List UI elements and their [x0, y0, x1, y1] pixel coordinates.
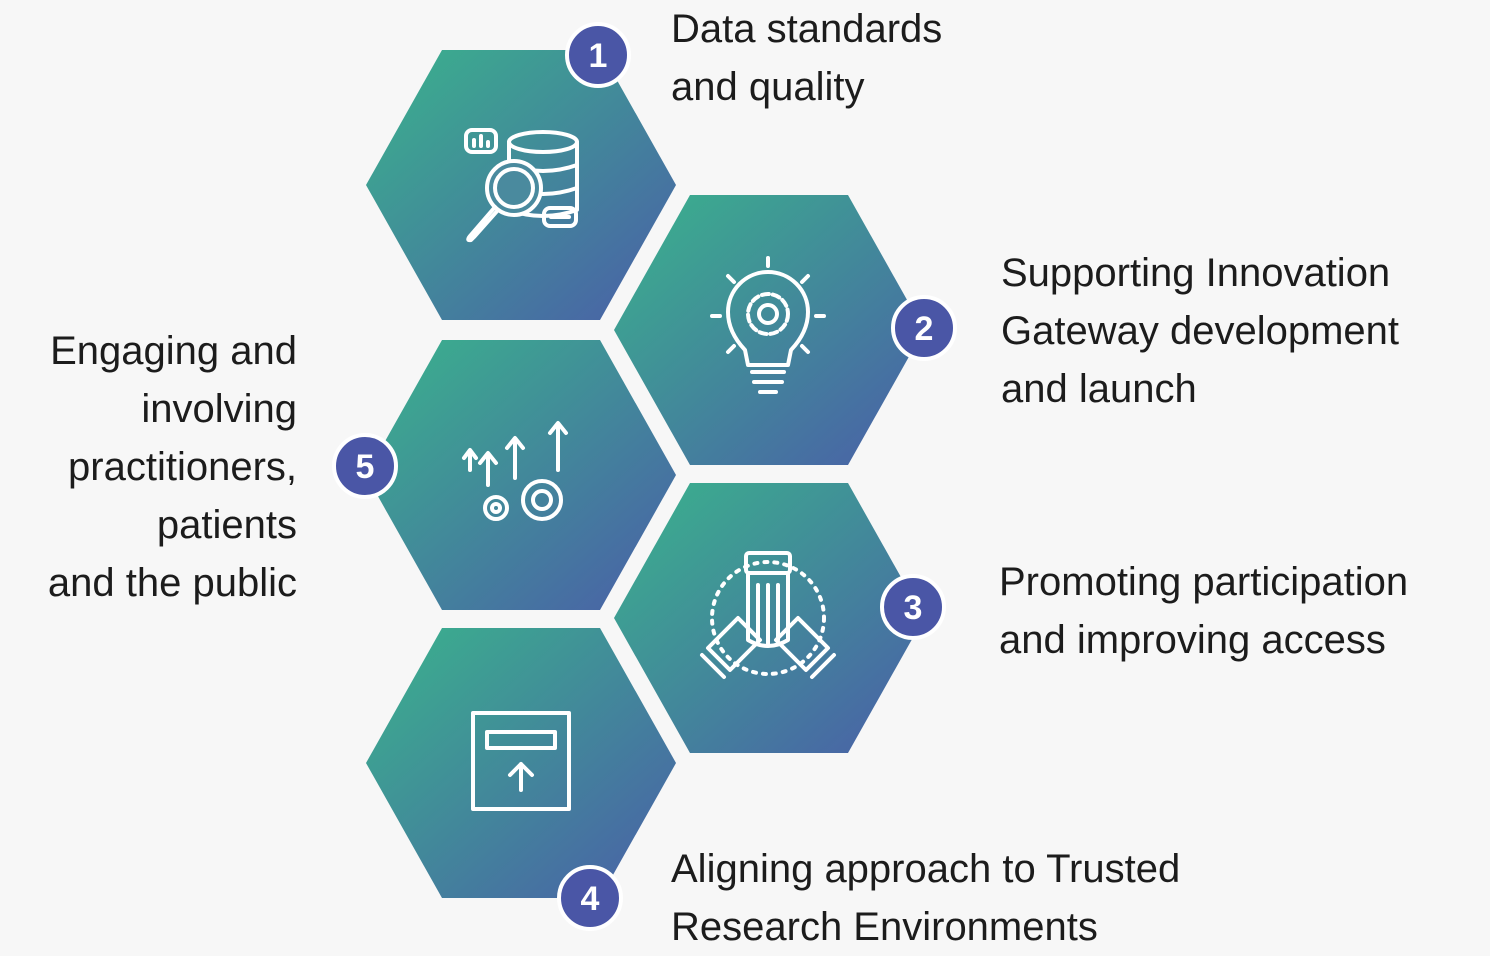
badge-number-text: 5	[356, 448, 375, 486]
upload-box-icon	[471, 711, 571, 811]
item-4-label: Aligning approach to Trusted Research En…	[671, 847, 1181, 949]
database-search-icon	[464, 128, 579, 243]
hands-together-icon	[700, 551, 836, 679]
number-badge-3: 3	[880, 574, 946, 640]
number-badge-1: 1	[565, 22, 631, 88]
number-badge-5: 5	[332, 433, 398, 499]
badge-number-text: 3	[904, 589, 923, 627]
hexagon-1	[366, 50, 676, 320]
number-badge-2: 2	[891, 295, 957, 361]
hexagon-3	[614, 483, 924, 753]
hexagon-5	[366, 340, 676, 610]
lightbulb-gear-icon	[710, 256, 826, 394]
gears-arrows-up-icon	[462, 421, 568, 521]
item-2-label: Supporting Innovation Gateway developmen…	[1001, 251, 1400, 411]
badge-number-text: 1	[589, 37, 608, 75]
badge-number-text: 2	[915, 310, 934, 348]
item-1-label: Data standards and quality	[671, 7, 943, 109]
hexagon-2	[614, 195, 924, 465]
item-3-label: Promoting participation and improving ac…	[999, 560, 1409, 662]
item-5-label: Engaging and involving practitioners, pa…	[47, 329, 297, 605]
badge-number-text: 4	[581, 880, 600, 918]
number-badge-4: 4	[557, 865, 623, 931]
hexagon-4	[366, 628, 676, 898]
